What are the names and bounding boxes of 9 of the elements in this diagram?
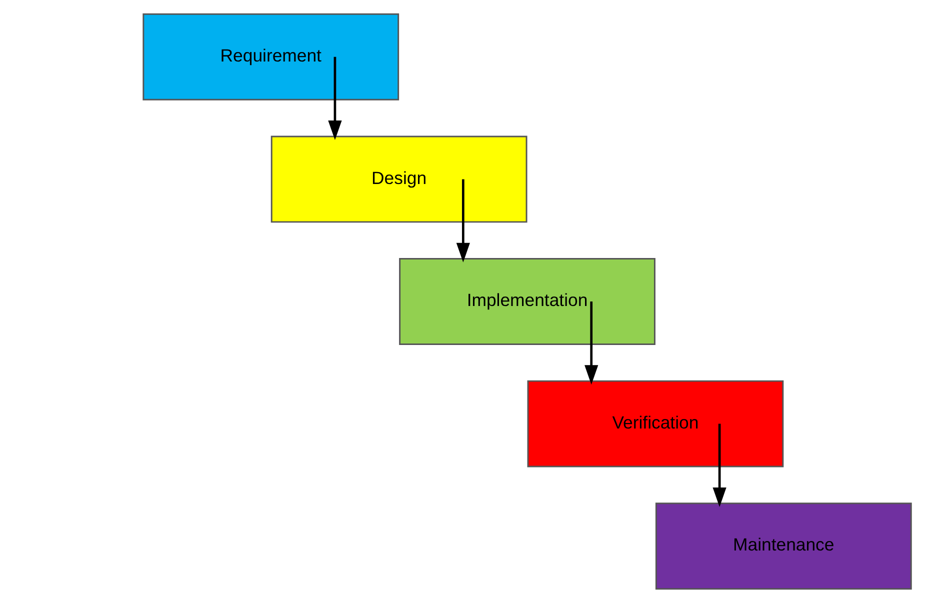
node-box: Design bbox=[270, 136, 528, 223]
arrow bbox=[584, 302, 598, 385]
arrow bbox=[456, 179, 470, 262]
node-box: Implementation bbox=[399, 258, 656, 345]
arrow bbox=[328, 56, 342, 140]
arrow bbox=[712, 424, 726, 507]
node-box: Maintenance bbox=[655, 502, 912, 590]
node-box: Verification bbox=[527, 380, 784, 468]
node-box: Requirement bbox=[142, 13, 400, 100]
